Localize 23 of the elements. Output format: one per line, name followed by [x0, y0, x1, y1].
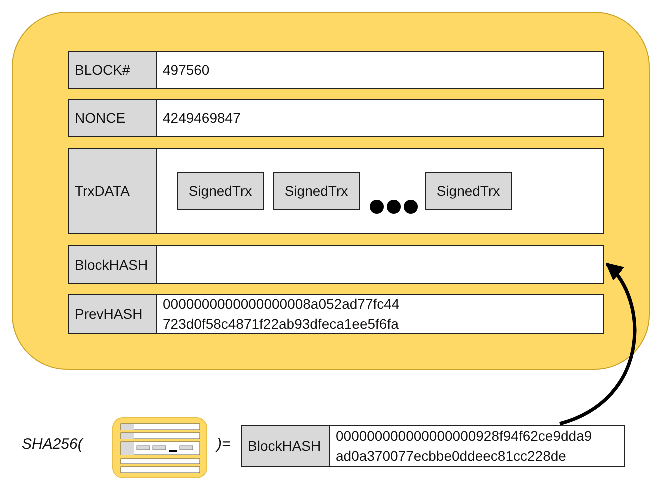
field-value: 497560: [163, 61, 211, 80]
field-value: 4249469847: [163, 109, 242, 128]
formula-text: )=: [217, 436, 231, 453]
field-row: [68, 294, 604, 334]
block-container: [12, 12, 650, 370]
field-row: [68, 148, 604, 234]
field-row: [68, 99, 604, 137]
field-name: NONCE: [69, 100, 157, 136]
arrow: [559, 262, 637, 426]
field-row: [241, 425, 625, 467]
field-name: BLOCK#: [69, 52, 157, 88]
formula-text: SHA256(: [22, 436, 83, 453]
field-value: 0000000000000000008a052ad77fc44 723d0f58c4871f22ab93dfeca1ee5f6fa: [163, 295, 401, 333]
transaction-box: SignedTrx: [425, 172, 512, 210]
transaction-box: SignedTrx: [273, 172, 360, 210]
transaction-box: SignedTrx: [177, 172, 264, 210]
field-name: PrevHASH: [69, 295, 157, 333]
field-value: 000000000000000000928f94f62ce9dda9 ad0a370077ecbbe0ddeec81cc228de: [336, 427, 594, 466]
field-row: [68, 245, 604, 284]
field-row: [68, 51, 604, 89]
field-name: BlockHASH: [242, 426, 330, 466]
field-name: BlockHASH: [69, 246, 157, 283]
field-name: TrxDATA: [69, 149, 157, 233]
